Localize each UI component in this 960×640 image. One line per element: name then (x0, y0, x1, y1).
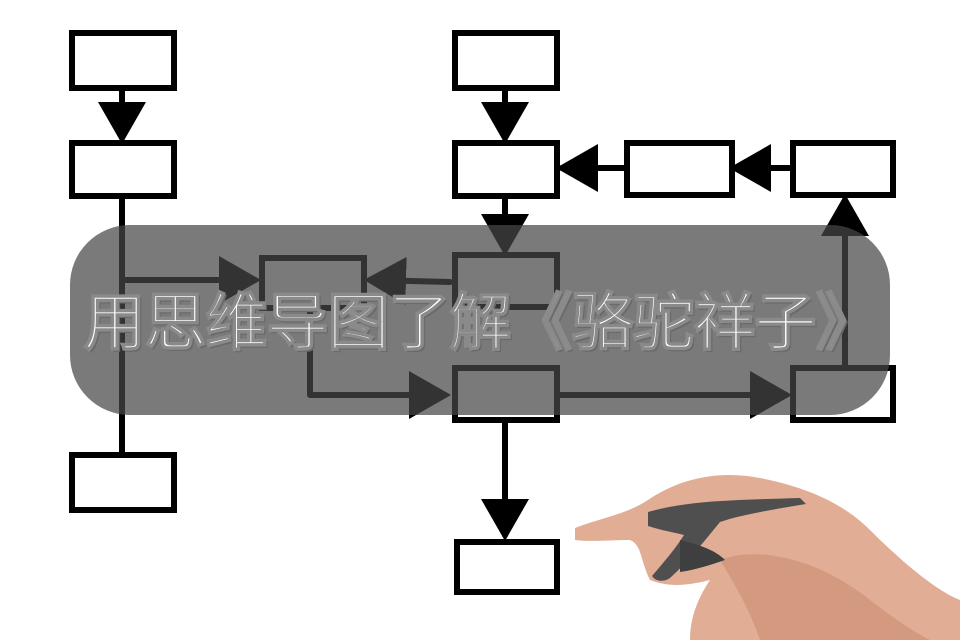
box-left-1 (69, 30, 177, 91)
box-top-right (790, 140, 896, 198)
banner-title: 用思维导图了解《骆驼祥子》 (83, 285, 879, 360)
hand-shading (720, 554, 930, 640)
box-right-middle (624, 140, 735, 198)
pen-shadow (680, 540, 725, 572)
box-top (452, 30, 560, 91)
box-second (452, 140, 560, 199)
box-left-2 (69, 140, 177, 199)
box-bottom (454, 539, 560, 595)
hand-illustration (575, 474, 960, 640)
box-left-3 (69, 452, 177, 513)
title-banner (70, 225, 890, 415)
